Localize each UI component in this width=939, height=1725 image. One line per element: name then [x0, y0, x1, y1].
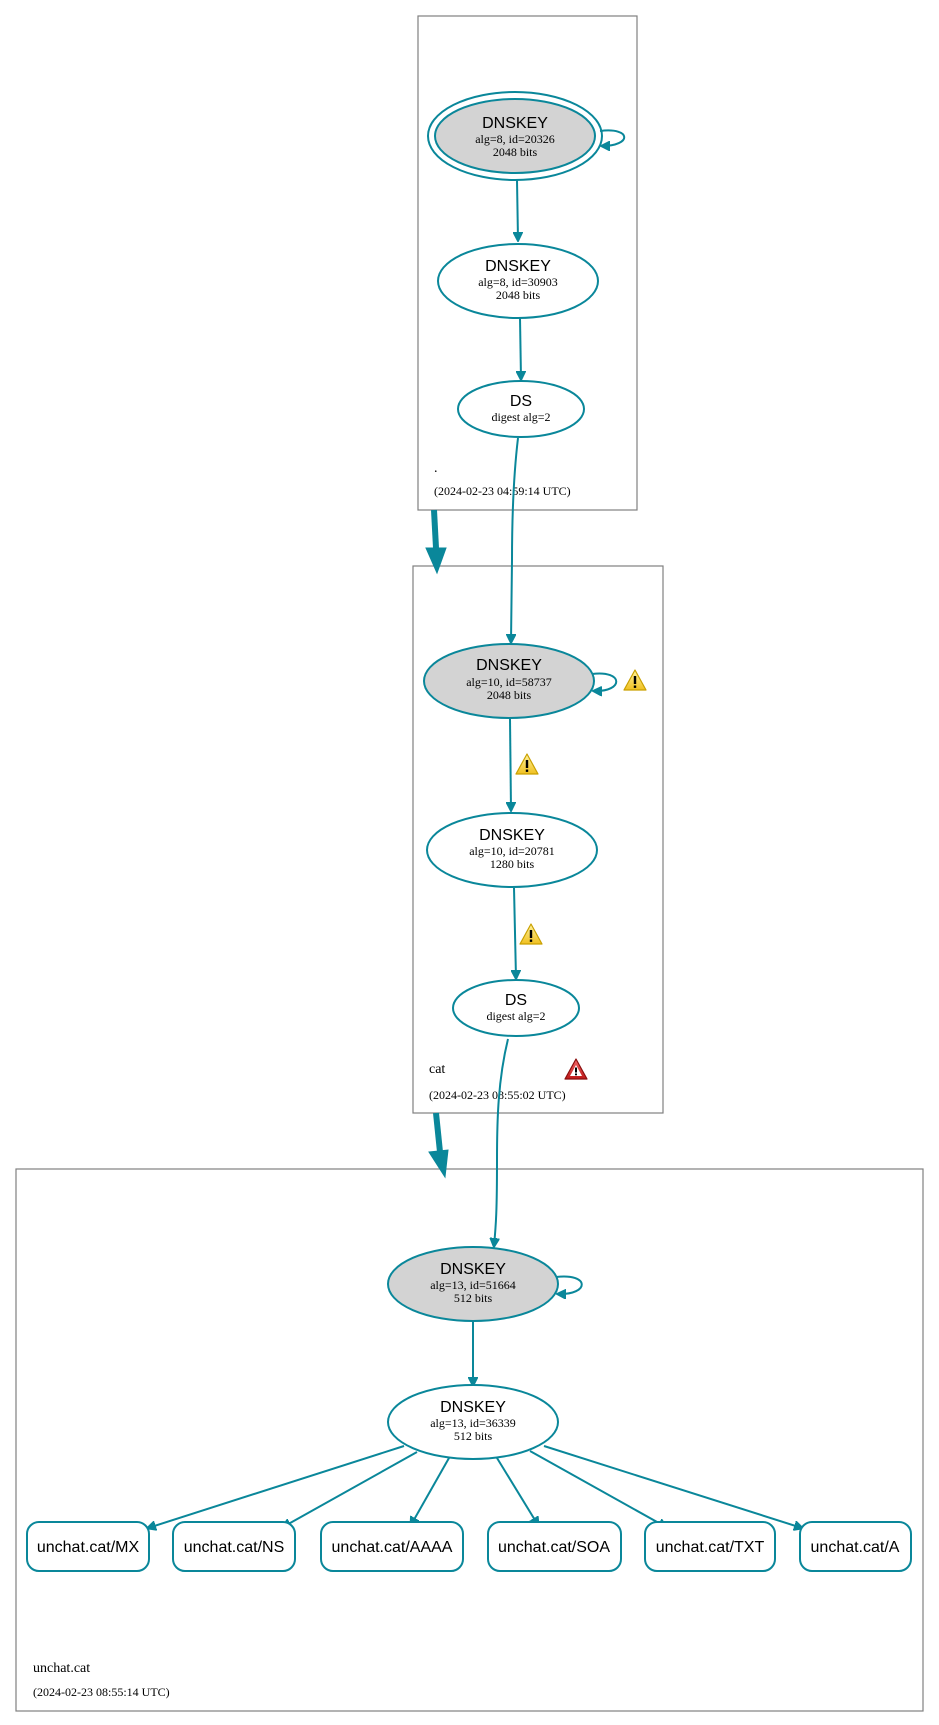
node-root-ksk-line1: alg=8, id=20326 — [475, 132, 555, 146]
edge-cat-ds-unchat-ksk — [494, 1038, 509, 1246]
edge-root-zsk-ds — [520, 317, 521, 379]
warning-icon[interactable] — [519, 923, 543, 945]
node-root-zsk-line1: alg=8, id=30903 — [478, 275, 558, 289]
node-root-ksk-ellipse — [434, 98, 596, 174]
node-root-ds-ellipse — [457, 380, 585, 438]
node-cat-ksk-ellipse — [423, 643, 595, 719]
edge-zsk-soa — [496, 1457, 538, 1525]
node-root-zsk-line2: 2048 bits — [496, 288, 541, 302]
rrset-a-label: unchat.cat/A — [811, 1539, 900, 1556]
node-unchat-zsk[interactable]: DNSKEY alg=13, id=36339 512 bits — [387, 1384, 559, 1460]
rrset-aaaa[interactable]: unchat.cat/AAAA — [320, 1521, 464, 1572]
node-unchat-zsk-title: DNSKEY — [440, 1399, 506, 1416]
edge-zsk-aaaa — [411, 1457, 450, 1525]
rrset-txt[interactable]: unchat.cat/TXT — [644, 1521, 776, 1572]
edge-root-ksk-zsk — [517, 179, 518, 240]
rrset-a-box — [799, 1521, 912, 1572]
rrset-ns[interactable]: unchat.cat/NS — [172, 1521, 296, 1572]
node-unchat-ksk-line1: alg=13, id=51664 — [430, 1278, 516, 1292]
rrset-txt-box — [644, 1521, 776, 1572]
rrset-mx[interactable]: unchat.cat/MX — [26, 1521, 150, 1572]
node-unchat-ksk-ellipse — [387, 1246, 559, 1322]
edge-zsk-mx — [148, 1445, 405, 1528]
rrset-ns-label: unchat.cat/NS — [184, 1539, 285, 1556]
node-cat-zsk-line2: 1280 bits — [490, 857, 535, 871]
node-root-ksk-line2: 2048 bits — [493, 145, 538, 159]
delegation-arrowhead-cat-to-unchat — [428, 1149, 449, 1179]
node-cat-ds-title: DS — [505, 992, 527, 1009]
node-unchat-zsk-line1: alg=13, id=36339 — [430, 1416, 516, 1430]
node-cat-zsk-ellipse — [426, 812, 598, 888]
node-unchat-ksk[interactable]: DNSKEY alg=13, id=51664 512 bits — [387, 1246, 559, 1322]
zone-root-label: . — [434, 461, 438, 476]
node-root-zsk[interactable]: DNSKEY alg=8, id=30903 2048 bits — [437, 243, 599, 319]
node-unchat-zsk-ellipse — [387, 1384, 559, 1460]
rrset-txt-label: unchat.cat/TXT — [656, 1539, 765, 1556]
node-cat-zsk-title: DNSKEY — [479, 827, 545, 844]
zone-unchat-timestamp: (2024-02-23 08:55:14 UTC) — [33, 1685, 170, 1699]
node-cat-ksk-line1: alg=10, id=58737 — [466, 675, 552, 689]
node-unchat-ksk-title: DNSKEY — [440, 1261, 506, 1278]
node-unchat-zsk-line2: 512 bits — [454, 1429, 493, 1443]
rrset-soa-box — [487, 1521, 622, 1572]
zone-unchat-label: unchat.cat — [33, 1661, 90, 1676]
node-cat-ds-line1: digest alg=2 — [486, 1009, 545, 1023]
node-root-zsk-title: DNSKEY — [485, 258, 551, 275]
zone-unchat-cluster — [15, 1168, 924, 1712]
delegation-arrow-root-to-cat — [431, 509, 439, 549]
zone-cat-label: cat — [429, 1062, 445, 1077]
node-cat-zsk[interactable]: DNSKEY alg=10, id=20781 1280 bits — [426, 812, 598, 888]
zone-cat-cluster — [412, 565, 664, 1114]
node-root-ds-title: DS — [510, 393, 532, 410]
node-root-ksk-outer-ring — [427, 91, 603, 181]
node-root-ksk-title: DNSKEY — [482, 115, 548, 132]
edge-root-ds-cat-ksk — [511, 437, 519, 642]
node-cat-ksk[interactable]: DNSKEY alg=10, id=58737 2048 bits — [423, 643, 595, 719]
edge-unchat-ksk-self — [556, 1275, 583, 1295]
node-root-ds-line1: digest alg=2 — [491, 410, 550, 424]
rrset-soa[interactable]: unchat.cat/SOA — [487, 1521, 622, 1572]
zone-cat-timestamp: (2024-02-23 08:55:02 UTC) — [429, 1088, 566, 1102]
edge-zsk-ns — [283, 1451, 418, 1527]
delegation-arrowhead-root-to-cat — [425, 547, 447, 575]
rrset-a[interactable]: unchat.cat/A — [799, 1521, 912, 1572]
edge-cat-zsk-ds — [514, 887, 516, 978]
rrset-aaaa-label: unchat.cat/AAAA — [332, 1539, 453, 1556]
zone-root-cluster — [417, 15, 638, 511]
edge-cat-ksk-zsk — [510, 718, 511, 810]
warning-icon[interactable] — [623, 669, 647, 691]
edge-zsk-txt — [529, 1450, 666, 1527]
node-unchat-ksk-line2: 512 bits — [454, 1291, 493, 1305]
rrset-mx-label: unchat.cat/MX — [37, 1539, 140, 1556]
node-cat-ksk-title: DNSKEY — [476, 657, 542, 674]
node-root-zsk-ellipse — [437, 243, 599, 319]
node-cat-ksk-line2: 2048 bits — [487, 688, 532, 702]
node-cat-ds[interactable]: DS digest alg=2 — [452, 979, 580, 1037]
edge-zsk-a — [543, 1445, 802, 1528]
error-icon[interactable] — [564, 1058, 588, 1080]
rrset-ns-box — [172, 1521, 296, 1572]
zone-root-timestamp: (2024-02-23 04:59:14 UTC) — [434, 484, 571, 498]
delegation-arrow-cat-to-unchat — [433, 1112, 443, 1153]
edge-root-ksk-self — [599, 129, 626, 146]
edge-cat-ksk-self — [592, 672, 618, 692]
node-cat-zsk-line1: alg=10, id=20781 — [469, 844, 555, 858]
warning-icon[interactable] — [515, 753, 539, 775]
rrset-soa-label: unchat.cat/SOA — [498, 1539, 610, 1556]
node-root-ksk[interactable]: DNSKEY alg=8, id=20326 2048 bits — [427, 91, 603, 181]
node-cat-ds-ellipse — [452, 979, 580, 1037]
node-root-ds[interactable]: DS digest alg=2 — [457, 380, 585, 438]
rrset-aaaa-box — [320, 1521, 464, 1572]
rrset-mx-box — [26, 1521, 150, 1572]
